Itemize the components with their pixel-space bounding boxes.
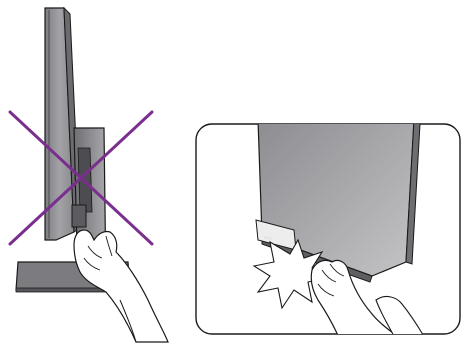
monitor-side-view <box>16 8 168 342</box>
stand-hinge <box>72 205 86 227</box>
right-panel: BenQ <box>196 120 460 340</box>
left-panel <box>10 8 168 342</box>
